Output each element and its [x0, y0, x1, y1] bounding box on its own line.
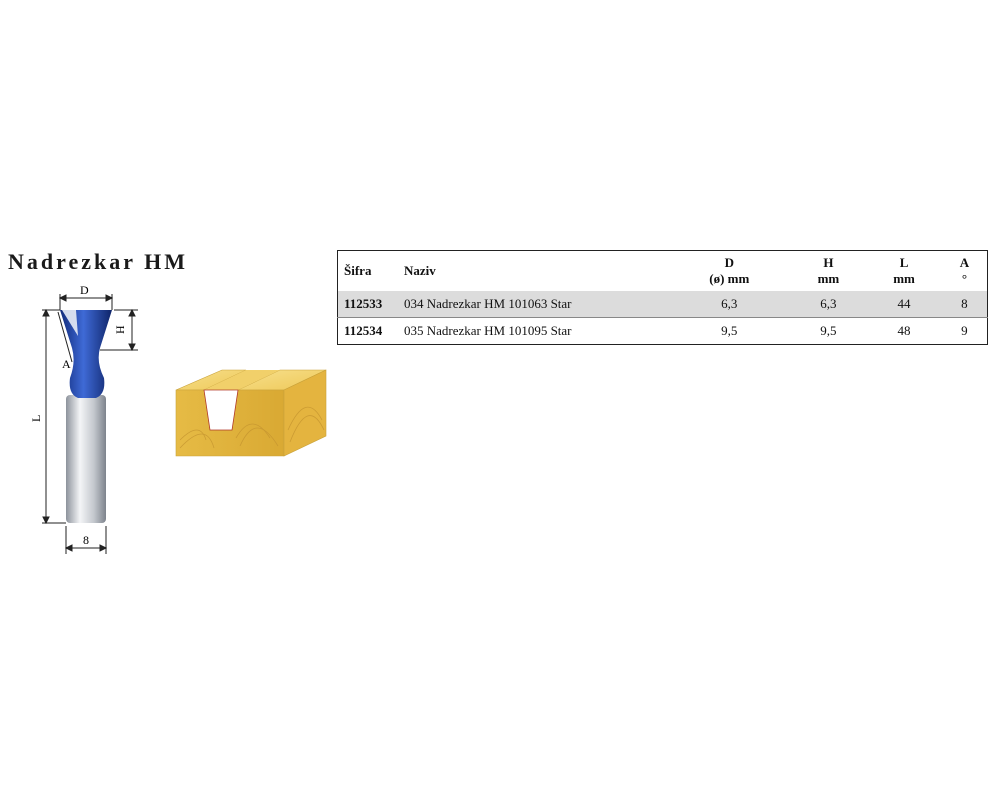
cell-d: 9,5 [668, 317, 791, 345]
label-l: L [29, 415, 43, 422]
table-row: 112533 034 Nadrezkar HM 101063 Star 6,3 … [337, 291, 988, 318]
label-h: H [113, 325, 127, 334]
header-h: H mm [817, 255, 840, 286]
wood-block-illustration [175, 369, 327, 457]
cell-code: 112533 [337, 291, 400, 318]
header-name: Naziv [404, 263, 436, 278]
cell-name: 035 Nadrezkar HM 101095 Star [400, 317, 668, 345]
header-d: D (ø) mm [709, 255, 750, 286]
specification-table: Šifra Naziv D (ø) mm H mm L mm A ° 11253… [337, 250, 988, 345]
cell-l: 48 [866, 317, 942, 345]
cell-h: 6,3 [790, 291, 867, 318]
header-code: Šifra [344, 263, 372, 278]
cell-a: 8 [941, 291, 988, 318]
cell-l: 44 [866, 291, 942, 318]
label-a: A [62, 357, 71, 371]
header-l: L mm [893, 255, 915, 286]
table-header-row: Šifra Naziv D (ø) mm H mm L mm A ° [338, 251, 988, 292]
cell-d: 6,3 [668, 291, 791, 318]
header-a: A ° [959, 255, 970, 286]
bit-shank [66, 395, 106, 523]
table-row: 112534 035 Nadrezkar HM 101095 Star 9,5 … [337, 317, 988, 345]
dovetail-bit-illustration: D H A L 8 [29, 283, 327, 554]
label-shank: 8 [83, 533, 89, 547]
cell-a: 9 [941, 317, 988, 345]
bit-blade [60, 310, 112, 398]
label-d: D [80, 283, 89, 297]
product-title: Nadrezkar HM [8, 249, 188, 274]
cell-code: 112534 [337, 317, 400, 345]
cell-h: 9,5 [790, 317, 867, 345]
dimension-lines [42, 294, 138, 554]
router-bit [60, 310, 112, 523]
cell-name: 034 Nadrezkar HM 101063 Star [400, 291, 668, 318]
